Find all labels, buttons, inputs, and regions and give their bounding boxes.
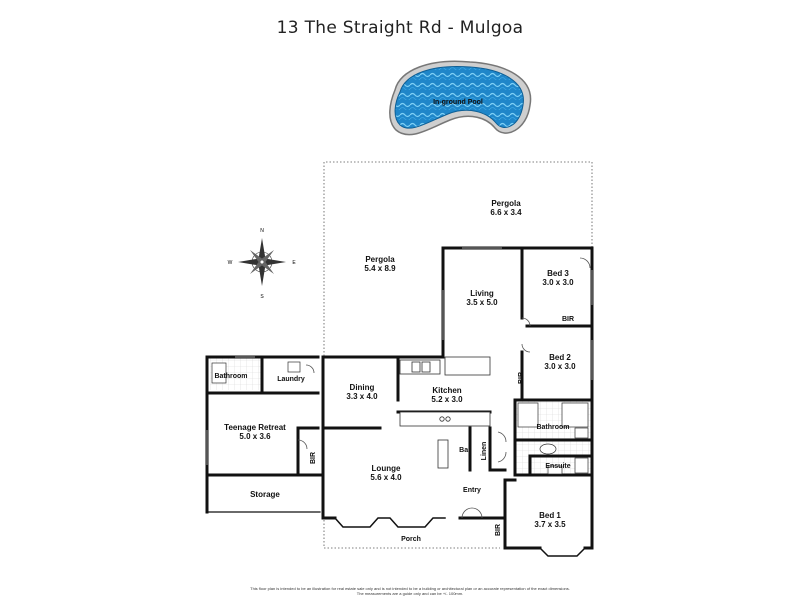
bed2-name: Bed 2 (549, 353, 571, 362)
bed1-bir: BIR (495, 524, 502, 536)
kitchen-fixtures (399, 356, 491, 469)
living-dim: 3.5 x 5.0 (466, 298, 498, 307)
bed3-name: Bed 3 (547, 269, 569, 278)
bathroom-left-label: Bathroom (214, 373, 247, 380)
pool-label: In-ground Pool (433, 99, 483, 106)
pergola-top-dim: 6.6 x 3.4 (490, 208, 522, 217)
disclaimer: This floor plan is intended to be an ill… (200, 586, 620, 596)
pool: In-ground Pool (389, 60, 532, 136)
compass-rose: N E S W (228, 228, 297, 300)
kitchen-name: Kitchen (432, 386, 461, 395)
disclaimer-line-2: The measurements are a guide only and ca… (356, 591, 464, 596)
bed2-bir: BIR (518, 372, 525, 384)
dining-name: Dining (350, 383, 375, 392)
lounge-dim: 5.6 x 4.0 (370, 473, 402, 482)
compass-east: E (292, 260, 296, 266)
disclaimer-line-1: This floor plan is intended to be an ill… (250, 586, 570, 591)
bed3-dim: 3.0 x 3.0 (542, 278, 574, 287)
pergola-top-name: Pergola (491, 199, 521, 208)
lounge-name: Lounge (372, 464, 401, 473)
pergola-left-name: Pergola (365, 255, 395, 264)
bathroom-fixtures (211, 361, 589, 475)
kitchen-dim: 5.2 x 3.0 (431, 395, 463, 404)
bed1-name: Bed 1 (539, 511, 561, 520)
doors (297, 257, 591, 519)
pergola-left-dim: 5.4 x 8.9 (364, 264, 396, 273)
ensuite-label: Ensuite (545, 463, 570, 470)
linen-label: Linen (481, 442, 488, 461)
compass-west: W (228, 260, 233, 266)
porch-label: Porch (401, 536, 421, 543)
page-title: 13 The Straight Rd - Mulgoa (276, 18, 524, 38)
bed2-dim: 3.0 x 3.0 (544, 362, 576, 371)
windows (206, 247, 593, 465)
compass-south: S (260, 294, 264, 300)
teenage-retreat-dim: 5.0 x 3.6 (239, 432, 271, 441)
dining-dim: 3.3 x 4.0 (346, 392, 378, 401)
bathroom-right-label: Bathroom (536, 424, 569, 431)
teenage-retreat-name: Teenage Retreat (224, 423, 286, 432)
bar-label: Bar (459, 447, 471, 454)
living-name: Living (470, 289, 494, 298)
bed3-bir: BIR (562, 316, 574, 323)
entry-label: Entry (463, 487, 481, 494)
compass-north: N (260, 228, 264, 234)
teenage-bir: BIR (310, 452, 317, 464)
laundry-label: Laundry (277, 376, 305, 383)
bed1-dim: 3.7 x 3.5 (534, 520, 566, 529)
storage-label: Storage (250, 490, 280, 499)
